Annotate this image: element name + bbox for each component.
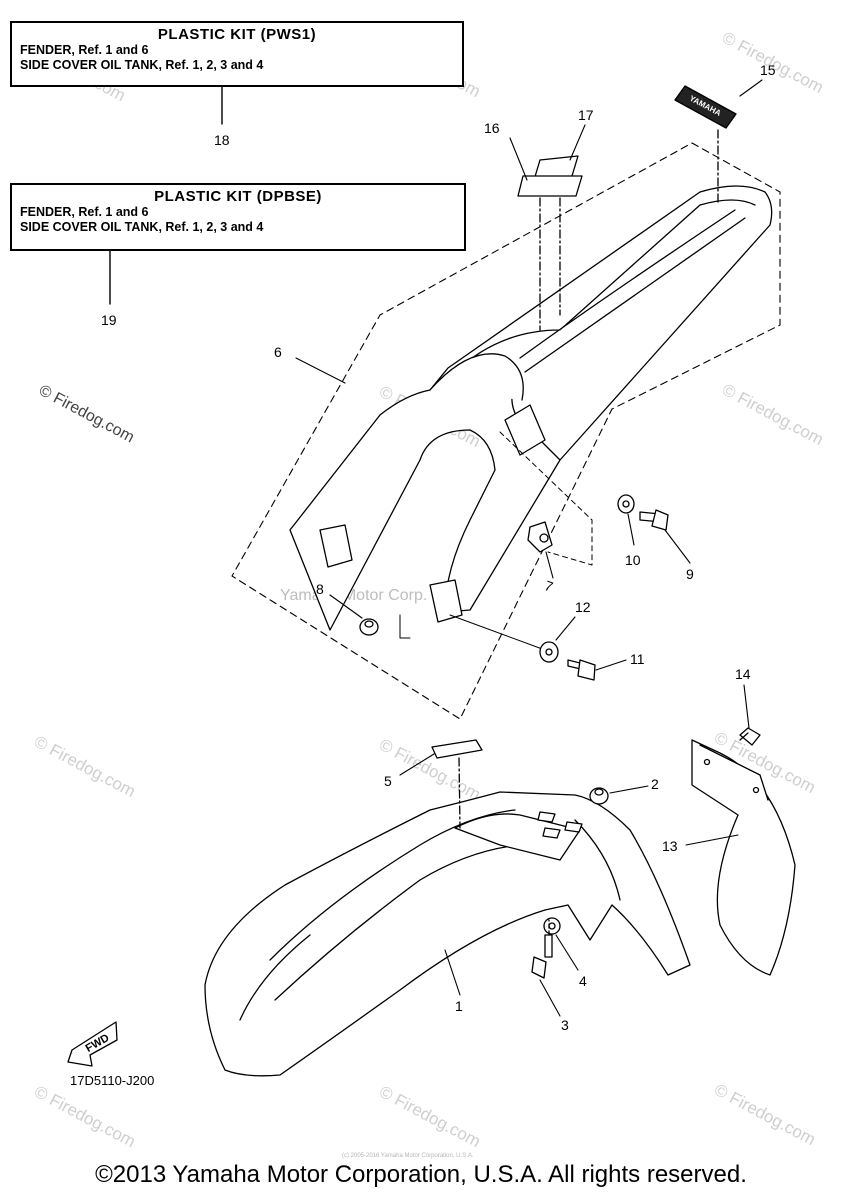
callout-12: 12: [575, 599, 591, 615]
number-plate: [691, 739, 796, 976]
tiny-watermark: (c) 2005-2016 Yamaha Motor Corporation, …: [342, 1153, 474, 1159]
hardware-10: [617, 494, 635, 514]
kit-line: SIDE COVER OIL TANK, Ref. 1, 2, 3 and 4: [20, 220, 264, 234]
seat-pads: [517, 155, 583, 197]
hardware-3: [531, 934, 553, 979]
kit-line: SIDE COVER OIL TANK, Ref. 1, 2, 3 and 4: [20, 58, 264, 72]
callout-14: 14: [735, 666, 751, 682]
decal-15: YAMAHA: [674, 85, 737, 129]
plastic-kit-dpbse-box: PLASTIC KIT (DPBSE) FENDER, Ref. 1 and 6…: [10, 183, 466, 251]
kit-line: FENDER, Ref. 1 and 6: [20, 43, 149, 57]
callout-16: 16: [484, 120, 500, 136]
callout-6: 6: [274, 344, 282, 360]
decal-5: [431, 739, 483, 759]
hardware-8: [359, 618, 379, 636]
callout-19: 19: [101, 312, 117, 328]
hardware-4: [543, 917, 561, 935]
hardware-12: [539, 641, 559, 663]
callout-18: 18: [214, 132, 230, 148]
callout-11: 11: [630, 651, 645, 667]
callout-4: 4: [579, 973, 587, 989]
callout-15: 15: [760, 62, 776, 78]
kit-title: PLASTIC KIT (PWS1): [157, 26, 317, 43]
fwd-arrow-icon: FWD: [67, 1021, 118, 1067]
screw-14: [739, 727, 761, 746]
rear-fender-assembly-outline: [231, 142, 781, 720]
callout-1: 1: [455, 998, 463, 1014]
callout-9: 9: [686, 566, 694, 582]
callout-8: 8: [316, 581, 324, 597]
kit-title: PLASTIC KIT (DPBSE): [154, 188, 322, 205]
callout-2: 2: [651, 776, 659, 792]
front-fender: [204, 791, 691, 1077]
callout-3: 3: [561, 1017, 569, 1033]
hardware-11: [567, 659, 596, 681]
callout-10: 10: [625, 552, 641, 568]
hardware-2: [589, 787, 609, 805]
copyright-footer: ©2013 Yamaha Motor Corporation, U.S.A. A…: [95, 1161, 747, 1188]
callout-17: 17: [578, 107, 594, 123]
hardware-9: [639, 509, 669, 531]
plastic-kit-pws1-box: PLASTIC KIT (PWS1) FENDER, Ref. 1 and 6 …: [10, 21, 464, 87]
kit-line: FENDER, Ref. 1 and 6: [20, 205, 149, 219]
rear-fender: [289, 185, 773, 631]
diagram-code: 17D5110-J200: [70, 1073, 155, 1088]
callout-5: 5: [384, 773, 392, 789]
hardware-7: [527, 521, 553, 553]
callout-13: 13: [662, 838, 678, 854]
